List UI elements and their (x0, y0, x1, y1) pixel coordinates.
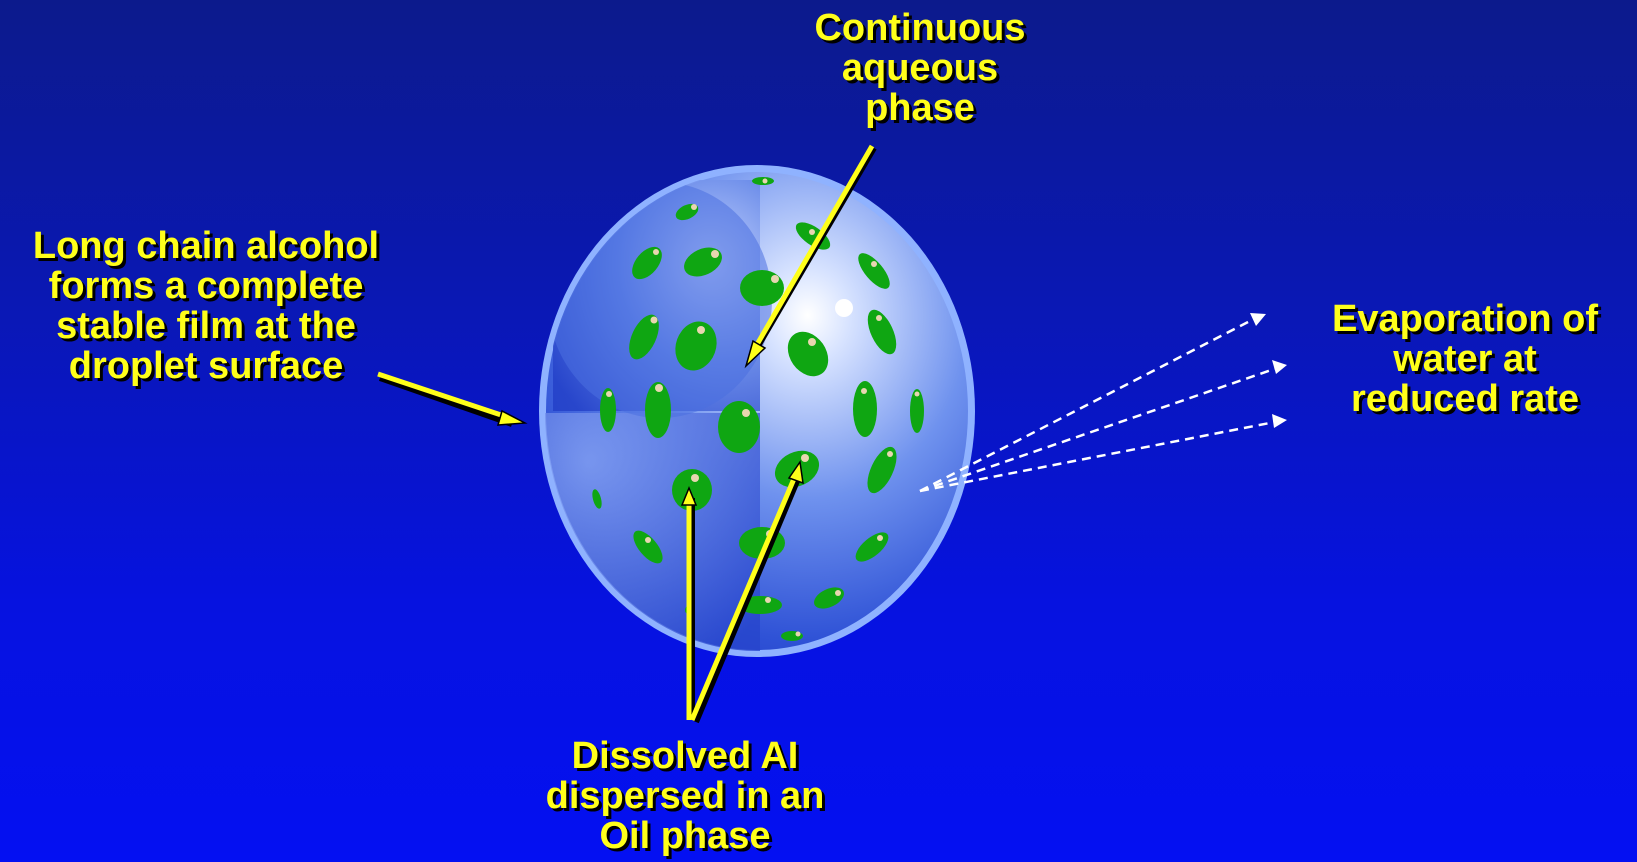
label-line: phase (865, 87, 975, 129)
label-long-chain-alcohol: Long chain alcohol forms a complete stab… (0, 226, 412, 386)
label-dissolved-ai: Dissolved AI dispersed in an Oil phase (510, 736, 860, 856)
oil-droplet (629, 314, 659, 360)
label-line: droplet surface (68, 345, 344, 387)
label-line: dispersed in an (545, 775, 825, 817)
droplet (539, 165, 975, 657)
oil-droplet-highlights (606, 178, 920, 637)
label-line: Dissolved AI (571, 735, 799, 777)
arrow-alcohol (377, 371, 528, 427)
label-line: aqueous (841, 47, 999, 89)
label-line: stable film at the (56, 305, 356, 347)
evaporation-arrow-1 (919, 318, 1253, 493)
oil-droplet (910, 389, 924, 433)
oil-droplet (672, 469, 712, 511)
oil-droplet (592, 489, 602, 509)
evaporation-arrow-3 (919, 419, 1281, 493)
oil-droplet (858, 253, 890, 289)
oil-droplet (632, 246, 662, 280)
evaporation-arrows (919, 318, 1281, 493)
label-line: Oil phase (599, 815, 771, 857)
label-evaporation: Evaporation of water at reduced rate (1300, 299, 1630, 419)
oil-droplet (867, 446, 897, 494)
label-line: reduced rate (1350, 378, 1580, 420)
label-line: forms a complete (48, 265, 364, 307)
label-line: Evaporation of (1331, 298, 1599, 340)
oil-droplet (853, 381, 877, 437)
oil-droplet (645, 382, 671, 438)
oil-droplet (675, 321, 717, 371)
oil-droplet (740, 270, 784, 306)
arrow-aqueous (744, 144, 877, 369)
label-continuous-aqueous-phase: Continuous aqueous phase (790, 8, 1050, 128)
label-line: Long chain alcohol (32, 225, 380, 267)
oil-droplet (787, 331, 829, 377)
evaporation-arrowheads (1250, 313, 1287, 428)
highlight (835, 299, 853, 317)
evaporation-arrow-2 (919, 365, 1281, 493)
oil-droplet (600, 388, 616, 432)
arrow-oil-right (689, 459, 804, 724)
oil-droplet (718, 401, 760, 453)
label-line: Continuous (814, 7, 1026, 49)
oil-droplet (633, 530, 663, 564)
arrow-oil-left (680, 486, 698, 720)
oil-droplet (867, 309, 897, 355)
label-line: water at (1393, 338, 1537, 380)
